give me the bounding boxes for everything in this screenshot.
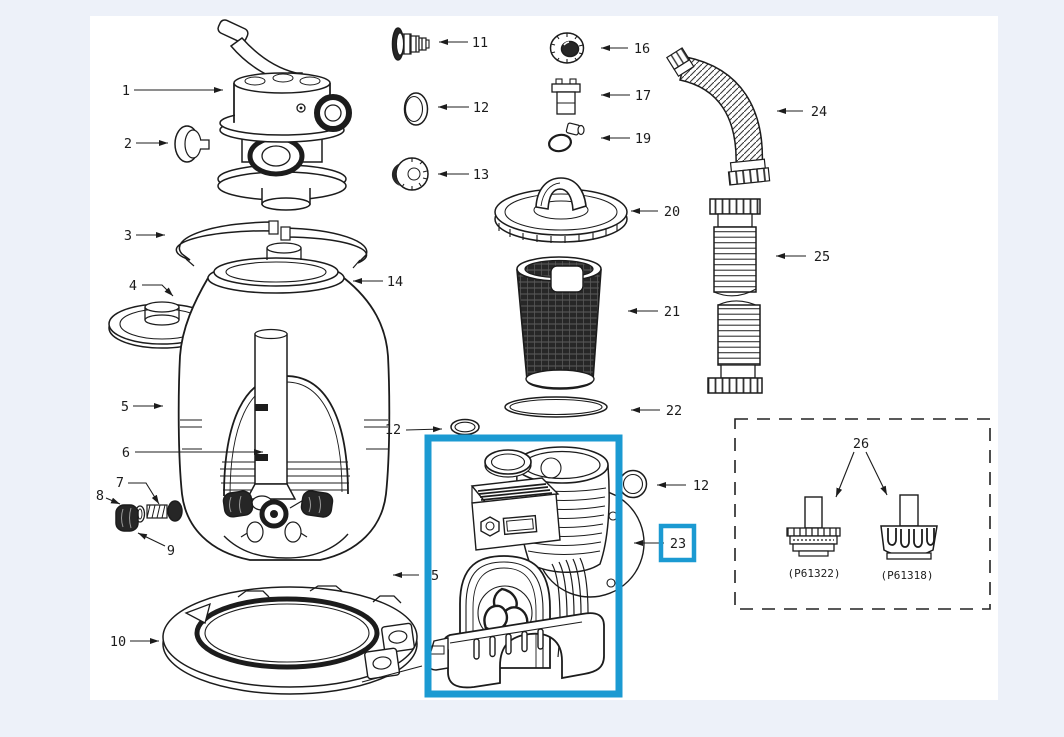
- callout-16: 16: [634, 41, 650, 57]
- leader-4: [142, 284, 174, 297]
- leader-26-right: [865, 451, 888, 496]
- callout-4: 4: [129, 278, 137, 294]
- part-12-oring-top-drawing: [403, 92, 429, 126]
- part-13-ribbed-cap-drawing: [391, 157, 429, 191]
- callout-10: 10: [110, 634, 126, 650]
- part-16-nut-ring-drawing: [549, 32, 585, 64]
- callout-11: 11: [472, 35, 488, 51]
- callout-12-left: 12: [385, 422, 401, 438]
- part-10-base-ring-drawing: [162, 585, 423, 695]
- callout-7: 7: [116, 475, 124, 491]
- callout-14: 14: [387, 274, 403, 290]
- part-2-knob-drawing: [174, 125, 210, 163]
- part-26-adapters-drawing: [786, 494, 938, 560]
- callout-2: 2: [124, 136, 132, 152]
- callout-20: 20: [664, 204, 680, 220]
- callout-24: 24: [811, 104, 827, 120]
- part-23-pump-drawing: [427, 446, 645, 689]
- part-22-oring-drawing: [504, 396, 608, 418]
- callout-12-top: 12: [473, 100, 489, 116]
- part-12-oring-right-drawing: [618, 469, 648, 499]
- part-3-clamp-ring-drawing: [175, 220, 368, 269]
- part-1-multiport-valve-drawing: [217, 19, 352, 211]
- callout-22: 22: [666, 403, 682, 419]
- parts-diagram: 1 2 3 4 5 6 7 8 9 10 11 12 13 14 15 16 1…: [96, 19, 991, 698]
- part-17-fitting-drawing: [551, 78, 581, 115]
- part-11-hose-adapter-drawing: [391, 27, 430, 61]
- callout-9: 9: [167, 543, 175, 559]
- callout-19: 19: [635, 131, 651, 147]
- part-5-filter-tank-drawing: [177, 242, 391, 561]
- callout-1: 1: [122, 83, 130, 99]
- highlight-box-pump[interactable]: [424, 434, 623, 698]
- part-code-p61318: (P61318): [881, 569, 934, 582]
- callout-3: 3: [124, 228, 132, 244]
- part-20-strainer-lid-drawing: [494, 177, 628, 243]
- leader-lines: [105, 39, 888, 644]
- callout-5: 5: [121, 399, 129, 415]
- callout-17: 17: [635, 88, 651, 104]
- part-12-oring-left-drawing: [450, 418, 480, 436]
- part-19-hose-clamp-drawing: [548, 122, 585, 153]
- highlight-box-callout-23[interactable]: [658, 523, 697, 563]
- leader-8: [105, 497, 121, 505]
- callout-12-right: 12: [693, 478, 709, 494]
- leader-12-left: [405, 426, 443, 433]
- diagram-canvas: 1 2 3 4 5 6 7 8 9 10 11 12 13 14 15 16 1…: [90, 16, 998, 700]
- callout-13: 13: [473, 167, 489, 183]
- part-code-p61322: (P61322): [788, 567, 841, 580]
- part-21-strainer-basket-drawing: [516, 256, 602, 390]
- callout-23: 23: [670, 536, 686, 552]
- callout-26: 26: [853, 436, 869, 452]
- callout-21: 21: [664, 304, 680, 320]
- leader-26-left: [835, 451, 855, 498]
- leader-7: [128, 482, 160, 505]
- inset-box: [734, 418, 991, 610]
- callout-8: 8: [96, 488, 104, 504]
- part-25-straight-hose-drawing: [707, 198, 763, 394]
- leader-9: [137, 532, 166, 547]
- part-7-8-9-drain-fittings-drawing: [115, 500, 183, 532]
- callout-25: 25: [814, 249, 830, 265]
- part-24-curved-hose-drawing: [666, 47, 771, 186]
- part-6-standpipe-drawing: [254, 328, 288, 485]
- callout-6: 6: [122, 445, 130, 461]
